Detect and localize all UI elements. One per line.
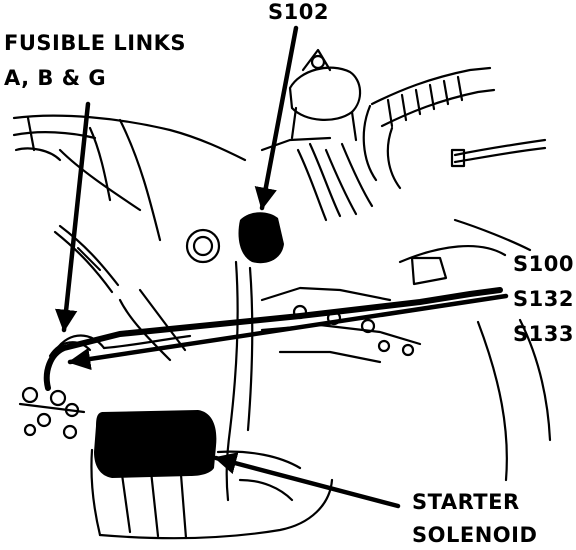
starter-solenoid-body [94, 410, 217, 478]
fusible-links-leader [54, 101, 91, 333]
fusible-links-sublabel: A, B & G [4, 66, 107, 90]
engine-line-art [12, 48, 552, 540]
s100-s132-s133-leader [67, 293, 509, 371]
s133-label: S133 [513, 322, 574, 346]
fusible-link-harness [43, 287, 503, 391]
s102-label: S102 [268, 0, 329, 24]
s102-splice-block [238, 212, 284, 264]
solenoid-label: SOLENOID [412, 523, 538, 547]
fusible-links-label: FUSIBLE LINKS [4, 31, 187, 55]
s100-label: S100 [513, 252, 574, 276]
s102-leader [254, 25, 299, 211]
s132-label: S132 [513, 287, 574, 311]
starter-label: STARTER [412, 490, 520, 514]
callout-leaders [54, 25, 509, 509]
starter-solenoid-leader [213, 452, 401, 509]
